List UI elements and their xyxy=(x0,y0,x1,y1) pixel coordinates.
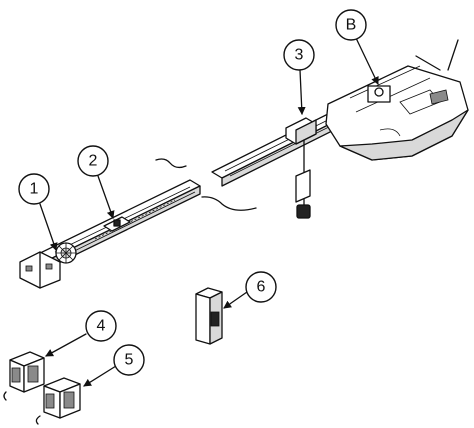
callout-4-label: 4 xyxy=(97,318,106,335)
callout-1-label: 1 xyxy=(30,181,39,198)
remote-transmitter-b xyxy=(35,377,81,425)
callout-6: 6 xyxy=(245,271,277,303)
callout-6-label: 6 xyxy=(257,279,266,296)
callout-b: B xyxy=(335,9,367,41)
callout-3: 3 xyxy=(283,39,315,71)
callout-5: 5 xyxy=(113,344,145,376)
callout-4: 4 xyxy=(85,310,117,342)
callout-3-label: 3 xyxy=(295,47,304,64)
rail-break-marks xyxy=(155,158,257,211)
callout-2-label: 2 xyxy=(89,153,98,170)
callout-b-label: B xyxy=(346,17,357,34)
trolley xyxy=(103,216,131,232)
wall-control xyxy=(195,287,223,345)
remote-transmitter-a xyxy=(3,351,45,401)
callout-leaders xyxy=(39,37,379,387)
emergency-release xyxy=(285,117,317,219)
callout-2: 2 xyxy=(77,145,109,177)
callout-1: 1 xyxy=(18,173,50,205)
callout-5-label: 5 xyxy=(125,352,134,369)
header-bracket xyxy=(19,242,77,289)
motor-unit xyxy=(325,39,469,161)
